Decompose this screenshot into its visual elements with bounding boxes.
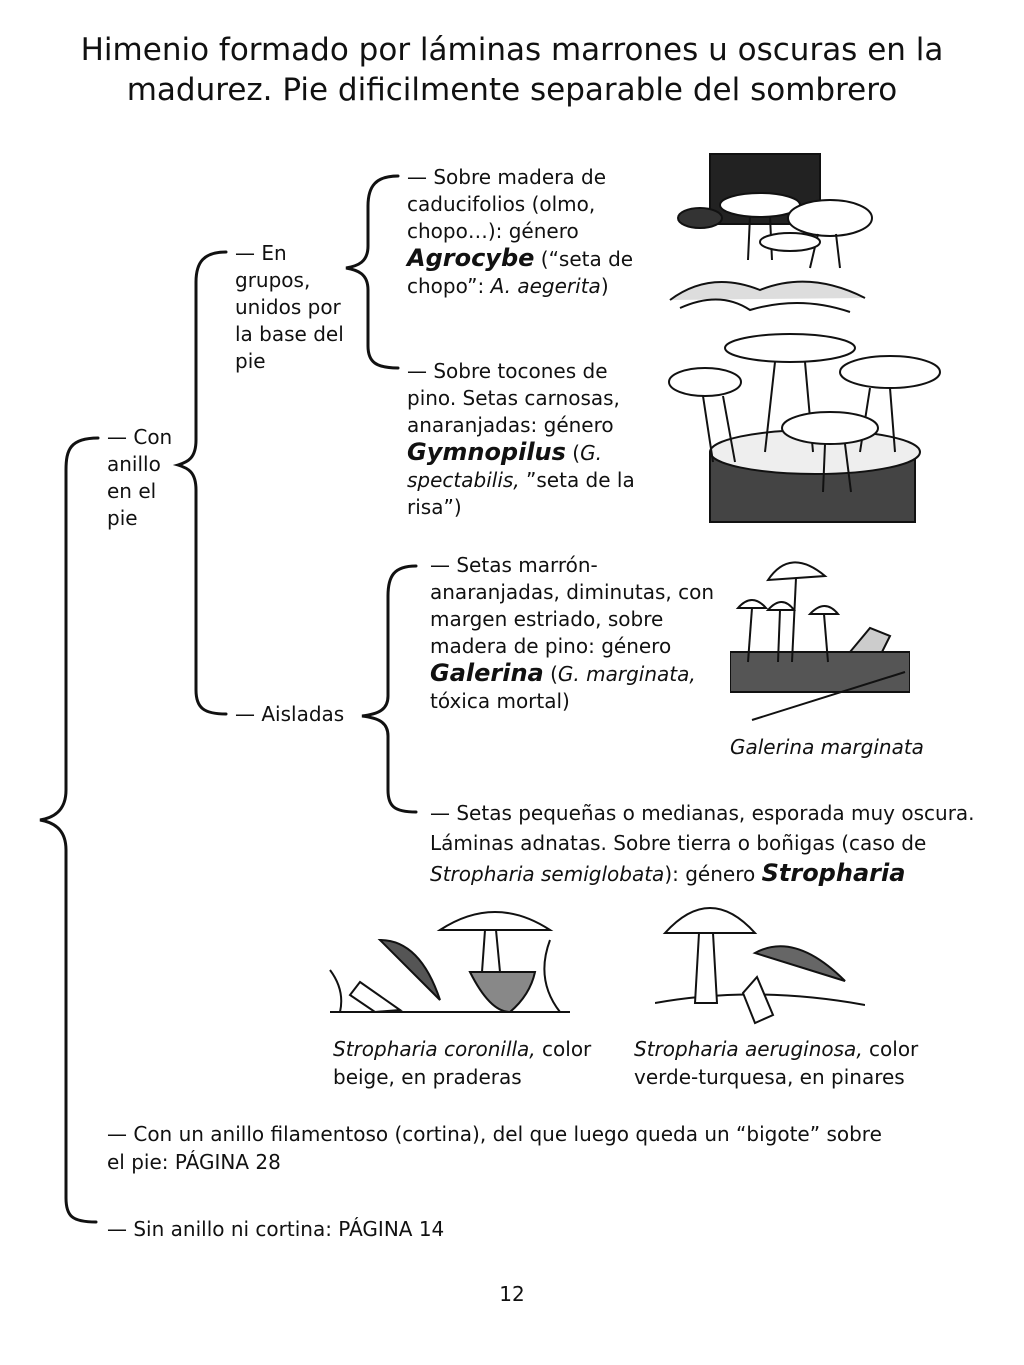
- aisladas-brace: [361, 564, 418, 814]
- anillo-brace: [172, 250, 228, 716]
- aeruginosa-caption: Stropharia aeruginosa, color verde-turqu…: [634, 1035, 954, 1091]
- stropharia-line-2: Láminas adnatas. Sobre tierra o boñigas …: [430, 831, 927, 855]
- page-number: 12: [499, 1282, 525, 1306]
- con-anillo-line: en el: [107, 479, 157, 503]
- stropharia-genero: ): género: [664, 862, 762, 886]
- species-g-abbrev: G.: [580, 441, 602, 465]
- en-grupos-line: unidos por: [235, 295, 341, 319]
- stropharia-line-1: — Setas pequeñas o medianas, esporada mu…: [430, 801, 975, 825]
- agrocybe-close-paren: ): [600, 274, 609, 298]
- caption-aeruginosa-rest1: color: [862, 1037, 919, 1061]
- agrocybe-line: caducifolios (olmo,: [407, 192, 596, 216]
- galerina-caption: Galerina marginata: [730, 733, 924, 761]
- title-line-1: Himenio formado por láminas marrones u o…: [80, 32, 944, 68]
- con-anillo-line: pie: [107, 506, 138, 530]
- en-grupos-line: pie: [235, 349, 266, 373]
- gymnopilus-line: — Sobre tocones de: [407, 359, 608, 383]
- galerina-line: — Setas marrón-: [430, 553, 598, 577]
- galerina-line: madera de pino: género: [430, 634, 672, 658]
- en-grupos-line: — En: [235, 241, 287, 265]
- galerina-illustration: [730, 561, 910, 721]
- cortina-line-2: el pie: PÁGINA 28: [107, 1150, 281, 1174]
- species-g-marginata: G. marginata,: [557, 662, 696, 686]
- genus-stropharia: Stropharia: [761, 859, 906, 887]
- agrocybe-after-genus: (“seta de: [534, 247, 634, 271]
- con-anillo-line: — Con: [107, 425, 173, 449]
- agrocybe-entry: — Sobre madera de caducifolios (olmo, ch…: [407, 164, 657, 300]
- gymnopilus-line: pino. Setas carnosas,: [407, 386, 620, 410]
- caption-coronilla-species: Stropharia coronilla,: [333, 1037, 536, 1061]
- gymnopilus-paren: (: [565, 441, 581, 465]
- en-grupos-line: la base del: [235, 322, 344, 346]
- species-s-semiglobata: Stropharia semiglobata: [430, 862, 665, 886]
- caption-coronilla-rest2: beige, en praderas: [333, 1065, 522, 1089]
- caption-coronilla-rest1: color: [535, 1037, 592, 1061]
- agrocybe-line: chopo…): género: [407, 219, 579, 243]
- species-spectabilis: spectabilis,: [407, 468, 520, 492]
- stropharia-coronilla-illustration: [329, 911, 570, 1014]
- gymnopilus-stump-illustration: [668, 333, 941, 523]
- caption-aeruginosa-rest2: verde-turquesa, en pinares: [634, 1065, 905, 1089]
- gymnopilus-entry: — Sobre tocones de pino. Setas carnosas,…: [407, 358, 667, 521]
- galerina-line: margen estriado, sobre: [430, 607, 664, 631]
- genus-gymnopilus: Gymnopilus: [407, 438, 566, 466]
- gymnopilus-common: ”seta de la: [519, 468, 635, 492]
- con-anillo-label: — Con anillo en el pie: [107, 424, 172, 532]
- galerina-last: tóxica mortal): [430, 689, 570, 713]
- coronilla-caption: Stropharia coronilla, color beige, en pr…: [333, 1035, 633, 1091]
- title-line-2: madurez. Pie dificilmente separable del …: [126, 72, 898, 108]
- cortina-entry: — Con un anillo filamentoso (cortina), d…: [107, 1120, 927, 1176]
- gymnopilus-last: risa”): [407, 495, 462, 519]
- stropharia-entry: — Setas pequeñas o medianas, esporada mu…: [430, 798, 1010, 889]
- galerina-line: anaranjadas, diminutas, con: [430, 580, 715, 604]
- sin-anillo-entry: — Sin anillo ni cortina: PÁGINA 14: [107, 1217, 445, 1241]
- en-grupos-label: — En grupos, unidos por la base del pie: [235, 240, 344, 375]
- grupos-brace: [345, 174, 400, 370]
- galerina-caption-text: Galerina marginata: [730, 735, 924, 759]
- cortina-line-1: — Con un anillo filamentoso (cortina), d…: [107, 1122, 882, 1146]
- stropharia-aeruginosa-illustration: [655, 907, 865, 1025]
- outer-brace: [39, 436, 100, 1224]
- agrocybe-line: — Sobre madera de: [407, 165, 607, 189]
- en-grupos-line: grupos,: [235, 268, 311, 292]
- agrocybe-cluster-illustration: [669, 153, 873, 313]
- species-a-aegerita: A. aegerita: [490, 274, 601, 298]
- caption-aeruginosa-species: Stropharia aeruginosa,: [634, 1037, 863, 1061]
- genus-galerina: Galerina: [430, 659, 544, 687]
- aisladas-label: — Aisladas: [235, 702, 345, 726]
- genus-agrocybe: Agrocybe: [407, 244, 535, 272]
- gymnopilus-line: anaranjadas: género: [407, 413, 614, 437]
- agrocybe-common-end: chopo”:: [407, 274, 491, 298]
- galerina-paren: (: [543, 662, 558, 686]
- galerina-entry: — Setas marrón- anaranjadas, diminutas, …: [430, 552, 730, 715]
- page-title: Himenio formado por láminas marrones u o…: [0, 30, 1024, 110]
- con-anillo-line: anillo: [107, 452, 161, 476]
